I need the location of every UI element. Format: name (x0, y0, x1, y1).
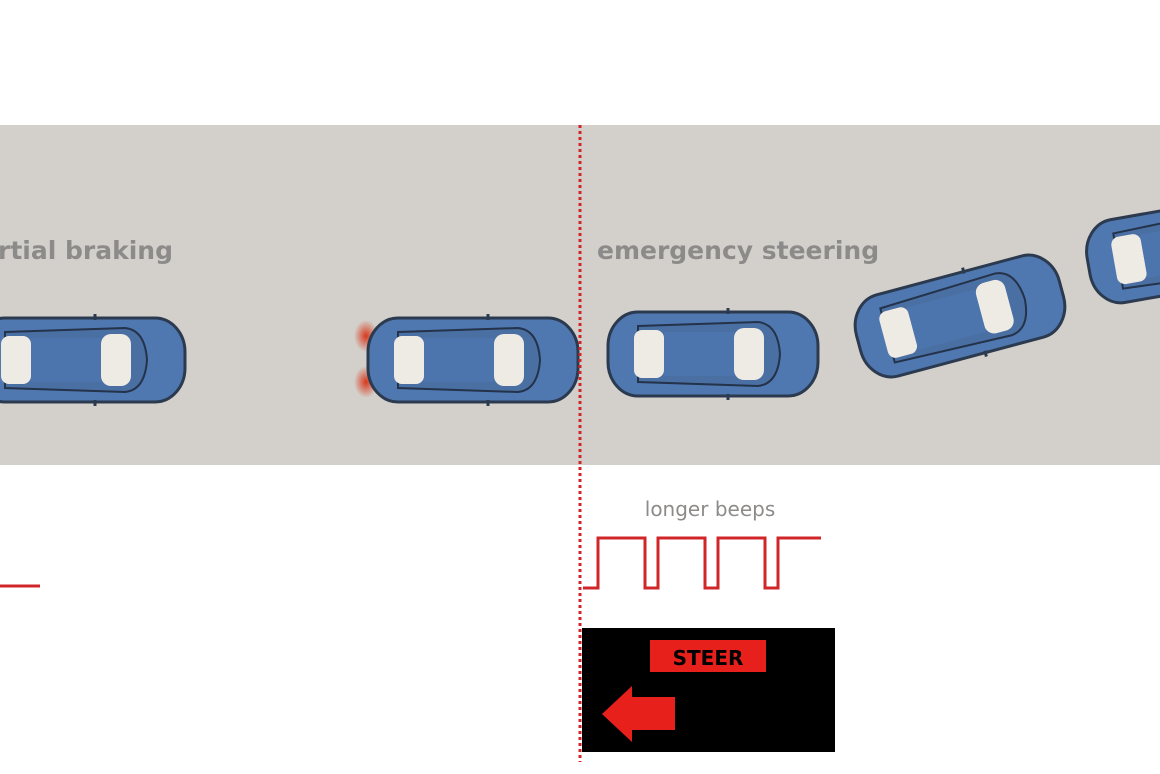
car-icon (366, 312, 580, 408)
car-icon (0, 312, 187, 408)
beep-signal-wave (583, 536, 821, 590)
left-arrow-icon (602, 686, 675, 742)
phase-label-emergency-steering: emergency steering (597, 236, 879, 265)
phase-label-partial-braking: rtial braking (0, 236, 173, 265)
beeps-label: longer beeps (645, 497, 775, 521)
car-icon (606, 306, 820, 402)
steer-badge (650, 640, 766, 672)
steer-text: STEER (673, 646, 744, 670)
